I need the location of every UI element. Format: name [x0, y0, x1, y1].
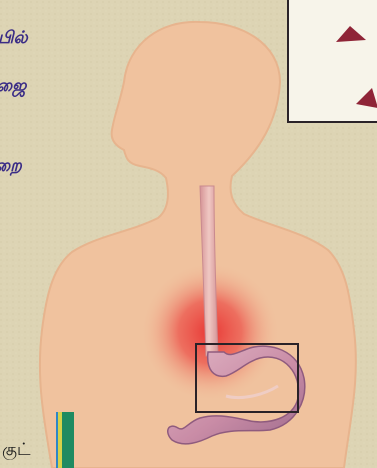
- color-bar-green: [62, 412, 74, 468]
- tamil-text-bottom: குட்: [2, 440, 31, 462]
- tamil-text-line-2: ஜை: [0, 78, 26, 95]
- tamil-text-line-3: றை: [0, 158, 22, 175]
- tamil-text-line-1: பில்: [0, 30, 28, 47]
- inset-panel: [288, 0, 377, 122]
